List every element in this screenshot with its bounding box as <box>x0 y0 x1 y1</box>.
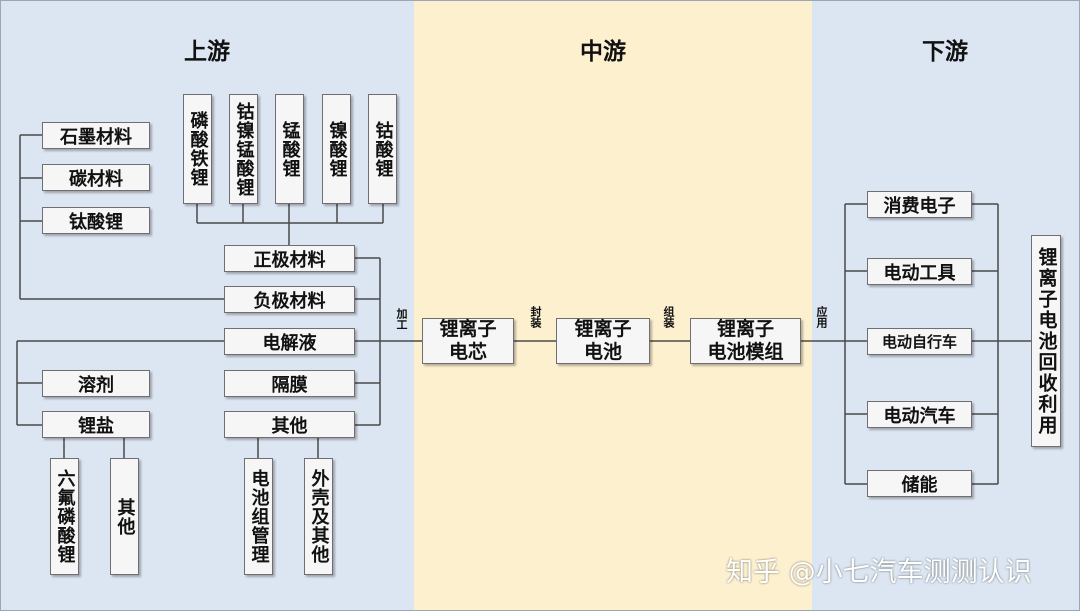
salt-other-box: 其他 <box>110 458 139 575</box>
anode-carbon-box: 碳材料 <box>42 164 150 191</box>
lithium-salt-box: 锂盐 <box>42 411 150 438</box>
app-ev-box: 电动汽车 <box>867 401 972 428</box>
casing-box: 外壳及其他 <box>304 458 333 575</box>
bms-box: 电池组管理 <box>244 458 273 575</box>
app-consumer-electronics-box: 消费电子 <box>867 191 972 218</box>
package-label: 封装 <box>529 306 542 328</box>
battery-module-box: 锂离子 电池模组 <box>690 318 801 364</box>
watermark: 知乎 @小七汽车测测认识 <box>726 557 1032 588</box>
cathode-material-box: 正极材料 <box>224 245 355 272</box>
cathode-lco-box: 钴酸锂 <box>368 94 397 204</box>
process-label: 加工 <box>395 308 408 330</box>
upstream-other-box: 其他 <box>224 411 355 438</box>
cathode-lmo-box: 锰酸锂 <box>275 94 304 204</box>
cathode-lfp-box: 磷酸铁锂 <box>183 94 212 204</box>
cathode-lno-box: 镍酸锂 <box>322 94 351 204</box>
app-energy-storage-box: 储能 <box>867 470 972 497</box>
anode-lto-box: 钛酸锂 <box>42 207 150 234</box>
cathode-ncm-box: 钴镍锰酸锂 <box>229 94 258 204</box>
midstream-title: 中游 <box>580 39 626 65</box>
midstream-panel <box>414 0 812 611</box>
app-power-tools-box: 电动工具 <box>867 258 972 285</box>
recycling-box: 锂离子电池回收利用 <box>1031 235 1061 447</box>
separator-box: 隔膜 <box>224 370 355 397</box>
lipf6-box: 六氟磷酸锂 <box>50 458 79 575</box>
solvent-box: 溶剂 <box>42 370 150 397</box>
cell-box: 锂离子 电芯 <box>422 318 514 364</box>
battery-box: 锂离子 电池 <box>556 318 650 364</box>
electrolyte-box: 电解液 <box>224 328 355 355</box>
app-e-bike-box: 电动自行车 <box>867 328 972 355</box>
anode-graphite-box: 石墨材料 <box>42 122 150 149</box>
downstream-title: 下游 <box>922 39 968 65</box>
upstream-title: 上游 <box>184 39 230 65</box>
apply-label: 应用 <box>815 306 828 328</box>
assemble-label: 组装 <box>662 306 675 328</box>
anode-material-box: 负极材料 <box>224 286 355 313</box>
